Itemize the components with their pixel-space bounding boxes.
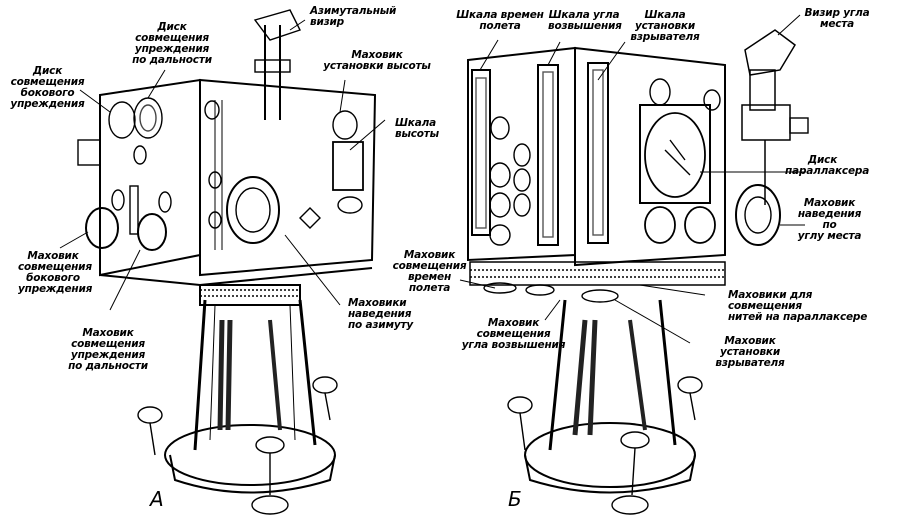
- label-fuze-scale: Шкала установки взрывателя: [630, 9, 700, 43]
- view-a-instrument: [77, 9, 377, 515]
- foot-b-right: [677, 376, 703, 394]
- foot-a-left: [137, 406, 163, 424]
- label-disk-lateral-lead: Диск совмещения бокового упреждения: [10, 65, 85, 110]
- label-disk-lead-range: Диск совмещения упреждения по дальности: [132, 21, 212, 66]
- label-site-angle-sight: Визир угла места: [804, 7, 870, 30]
- label-range-lead-handwheel: Маховик совмещения упреждения по дальнос…: [68, 327, 148, 372]
- view-caption-b: Б: [508, 487, 522, 511]
- foot-b-left: [507, 396, 533, 414]
- label-height-scale: Шкала высоты: [395, 117, 439, 140]
- foot-a-right: [312, 376, 338, 394]
- label-azimuth-sight: Азимутальный визир: [310, 5, 397, 28]
- view-b-instrument: [467, 29, 809, 515]
- foot-a-center: [251, 495, 289, 515]
- label-site-angle-handwheel: Маховик наведения по углу места: [797, 197, 862, 242]
- label-lateral-lead-handwheel: Маховик совмещения бокового упреждения: [18, 250, 93, 295]
- label-elevation-handwheel: Маховик совмещения угла возвышения: [461, 317, 566, 351]
- view-caption-a: А: [150, 487, 164, 511]
- base-a: [164, 424, 336, 486]
- foot-b-center: [611, 495, 649, 515]
- label-parallax-disk: Диск параллаксера: [785, 154, 870, 177]
- label-elevation-angle-scale: Шкала угла возвышения: [548, 9, 622, 32]
- label-flight-time-handwheel: Маховик совмещения времен полета: [392, 249, 467, 294]
- leader-lines: [59, 14, 805, 344]
- foot-a-front: [255, 436, 285, 454]
- foot-b-front: [620, 431, 650, 449]
- label-fuze-handwheel: Маховик установки взрывателя: [715, 335, 785, 369]
- label-parallax-thread-handwheels: Маховики для совмещения нитей на паралла…: [728, 289, 868, 323]
- label-azimuth-handwheels: Маховики наведения по азимуту: [348, 297, 414, 331]
- label-height-handwheel: Маховик установки высоты: [323, 49, 431, 72]
- label-flight-time-scale: Шкала времен полета: [456, 9, 544, 32]
- parallax-disk-drawing: [644, 112, 706, 198]
